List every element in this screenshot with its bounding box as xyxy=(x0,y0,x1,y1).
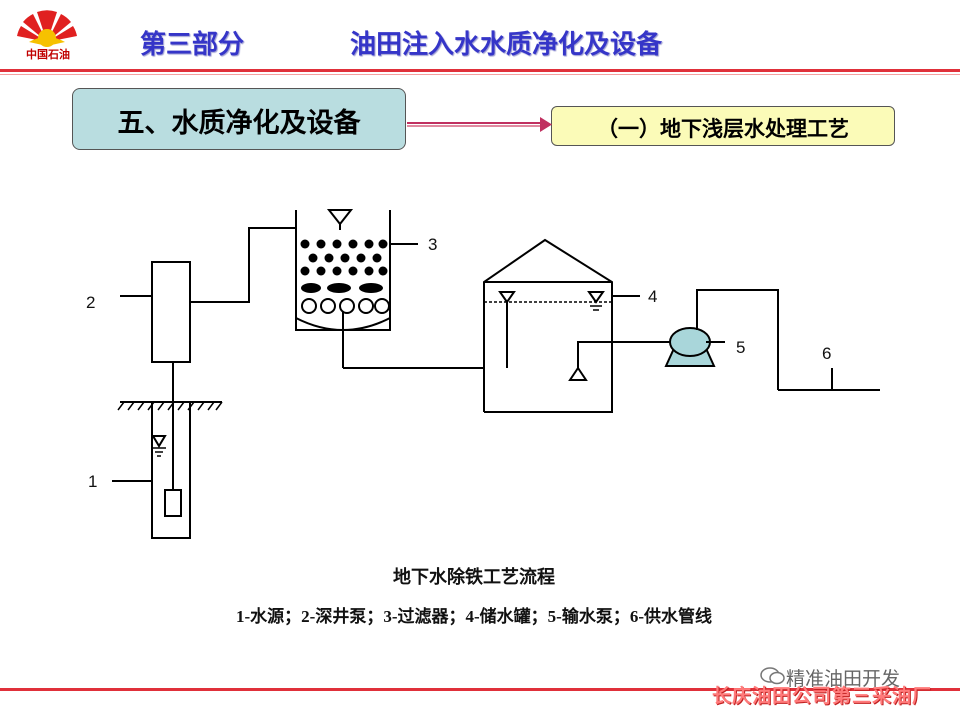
header-divider xyxy=(0,69,960,72)
label-4: 4 xyxy=(648,287,657,306)
label-6: 6 xyxy=(822,344,831,363)
label-1: 1 xyxy=(88,472,97,491)
diagram-caption: 地下水除铁工艺流程 xyxy=(393,567,555,587)
water-source-well xyxy=(117,362,223,539)
topic-sub-label: （一）地下浅层水处理工艺 xyxy=(597,117,849,141)
label-2: 2 xyxy=(86,293,95,312)
section-title: 第三部分 xyxy=(140,30,245,60)
filter-media xyxy=(300,239,388,293)
footer-org-name: 长庆油田公司第三采油厂 xyxy=(712,685,933,707)
petrochina-logo-icon xyxy=(17,10,77,47)
footer-divider xyxy=(0,688,960,691)
diagram-legend: 1-水源；2-深井泵；3-过滤器；4-储水罐；5-输水泵；6-供水管线 xyxy=(236,607,712,626)
topic-arrow xyxy=(407,117,552,132)
wechat-icon xyxy=(760,667,785,685)
topic-main-label: 五、水质净化及设备 xyxy=(117,108,361,139)
deep-well-pump xyxy=(151,227,296,363)
supply-pipeline xyxy=(778,368,880,391)
transfer-pump xyxy=(664,289,779,390)
page-title: 油田注入水水质净化及设备 xyxy=(350,30,663,60)
watermark-text: 精准油田开发 xyxy=(786,668,901,690)
filter xyxy=(295,209,484,369)
topic-sub-box: （一）地下浅层水处理工艺 xyxy=(551,106,895,146)
label-3: 3 xyxy=(428,235,437,254)
header-divider-thin xyxy=(0,74,960,75)
storage-tank xyxy=(483,238,672,413)
topic-main-box: 五、水质净化及设备 xyxy=(72,88,406,150)
label-5: 5 xyxy=(736,338,745,357)
logo-text: 中国石油 xyxy=(26,48,70,61)
